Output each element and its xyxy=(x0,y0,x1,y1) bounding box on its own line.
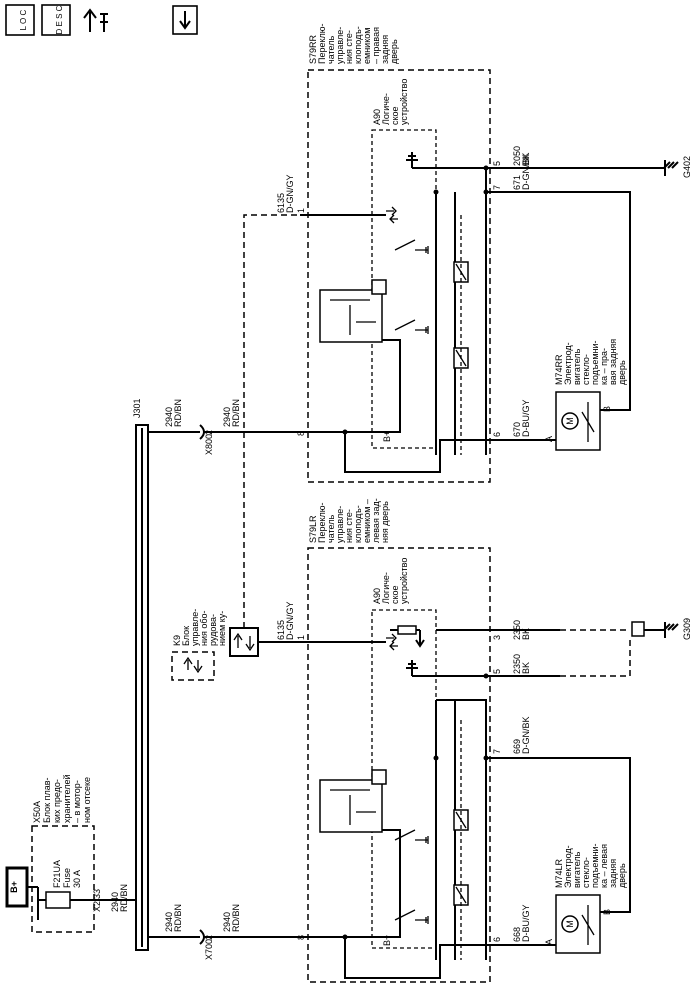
svg-text:X800: X800 xyxy=(204,434,214,455)
svg-text:G402: G402 xyxy=(682,156,692,178)
desc-button[interactable]: D E S C xyxy=(41,4,71,36)
svg-text:2940 RD/BN: 2940 RD/BN xyxy=(164,904,183,932)
svg-text:2350 BK: 2350 BK xyxy=(512,651,531,674)
battery-positive-box: B+ xyxy=(5,866,29,908)
svg-text:3: 3 xyxy=(492,635,502,640)
svg-text:G309: G309 xyxy=(682,618,692,640)
connector-x700: X700 2 xyxy=(199,929,214,960)
svg-text:D E S C: D E S C xyxy=(55,5,64,34)
window-motor-m74rr: M A B M74RR Электрод- вигатель стекло- п… xyxy=(544,336,627,451)
svg-text:S79RR Переклю- чат: S79RR Переклю- чатель управле- ния сте- … xyxy=(308,21,399,64)
ground-g402: G402 xyxy=(663,156,692,178)
svg-text:L O C: L O C xyxy=(19,9,28,30)
svg-text:2940 RD/BN: 2940 RD/BN xyxy=(222,399,241,427)
loc-button[interactable]: L O C xyxy=(5,4,35,36)
connector-x2: X2 xyxy=(92,901,102,912)
svg-text:1: 1 xyxy=(296,208,306,213)
window-motor-m74lr: M A B M74LR Электрод- вигатель стекло- п… xyxy=(544,841,627,954)
svg-text:2940 RD/BN: 2940 RD/BN xyxy=(164,399,183,427)
svg-text:S79LR Переклю- чат: S79LR Переклю- чатель управле- ния сте- … xyxy=(308,496,390,543)
serial-data-line-rr xyxy=(243,214,300,628)
svg-text:B: B xyxy=(602,406,612,412)
svg-text:K9 Блок управле-: K9 Блок управле- ния обо- рудова- нием к… xyxy=(172,606,236,646)
pin-33-label: 33 xyxy=(92,889,102,899)
svg-text:668 D-BU/GY: 668 D-BU/GY xyxy=(512,904,531,942)
connector-x800: X800 2 xyxy=(199,424,214,455)
arrow-down-icon[interactable] xyxy=(172,5,198,35)
svg-text:671 D-GN/BK: 671 D-GN/BK xyxy=(512,152,531,190)
svg-text:A90 Логиче- ское: A90 Логиче- ское устройство xyxy=(372,558,409,604)
svg-text:M74LR Электрод- ви: M74LR Электрод- вигатель стекло- подъемн… xyxy=(554,841,627,888)
svg-text:8: 8 xyxy=(296,431,306,436)
svg-text:1: 1 xyxy=(296,635,306,640)
svg-text:X700: X700 xyxy=(204,939,214,960)
svg-text:6135 D-GN/GY: 6135 D-GN/GY xyxy=(276,174,295,213)
ground-g309: G309 xyxy=(560,618,692,677)
svg-text:2050 BK: 2050 BK xyxy=(512,143,531,166)
body-control-module-k9: K9 Блок управле- ния обо- рудова- нием к… xyxy=(171,606,259,681)
svg-text:7: 7 xyxy=(492,749,502,754)
svg-text:M: M xyxy=(565,920,575,928)
wire-2940-label-fuse: 2940 RD/BN xyxy=(110,884,129,912)
svg-text:J301: J301 xyxy=(132,398,142,418)
switch-s79rr: S79RR Переклю- чатель управле- ния сте- … xyxy=(276,21,665,483)
svg-text:B: B xyxy=(602,909,612,915)
svg-text:2350 BK: 2350 BK xyxy=(512,617,531,640)
svg-text:6135 D-GN/GY: 6135 D-GN/GY xyxy=(276,601,295,640)
svg-text:X50A Блок плав- ки: X50A Блок плав- ких предо- хранителей – … xyxy=(32,772,92,823)
svg-text:8: 8 xyxy=(296,935,306,940)
svg-text:B+: B+ xyxy=(382,431,392,442)
svg-text:670 D-BU/GY: 670 D-BU/GY xyxy=(512,399,531,437)
svg-text:669 D-GN/BK: 669 D-GN/BK xyxy=(512,716,531,754)
svg-text:2940 RD/BN: 2940 RD/BN xyxy=(222,904,241,932)
svg-text:B+: B+ xyxy=(382,935,392,946)
svg-text:M: M xyxy=(565,417,575,425)
splice-j301: J301 xyxy=(132,398,149,951)
fuse-f21ua: F21UA Fuse 30 A xyxy=(37,858,110,920)
connector-tool-icon[interactable] xyxy=(83,8,108,32)
svg-text:6: 6 xyxy=(492,937,502,942)
svg-text:7: 7 xyxy=(492,185,502,190)
svg-text:5: 5 xyxy=(492,669,502,674)
svg-text:5: 5 xyxy=(492,161,502,166)
svg-text:A: A xyxy=(544,436,554,442)
fuse-block-x50a: X50A Блок плав- ких предо- хранителей – … xyxy=(31,772,95,933)
svg-text:6: 6 xyxy=(492,432,502,437)
svg-text:A: A xyxy=(544,939,554,945)
svg-text:F21UA Fuse 30 A: F21UA Fuse 30 A xyxy=(52,858,82,888)
svg-text:A90 Логиче- ское: A90 Логиче- ское устройство xyxy=(372,79,409,125)
switch-s79lr: S79LR Переклю- чатель управле- ния сте- … xyxy=(276,496,631,983)
svg-text:B+: B+ xyxy=(9,881,19,893)
svg-text:M74RR Электрод- ви: M74RR Электрод- вигатель стекло- подъемн… xyxy=(554,336,627,385)
